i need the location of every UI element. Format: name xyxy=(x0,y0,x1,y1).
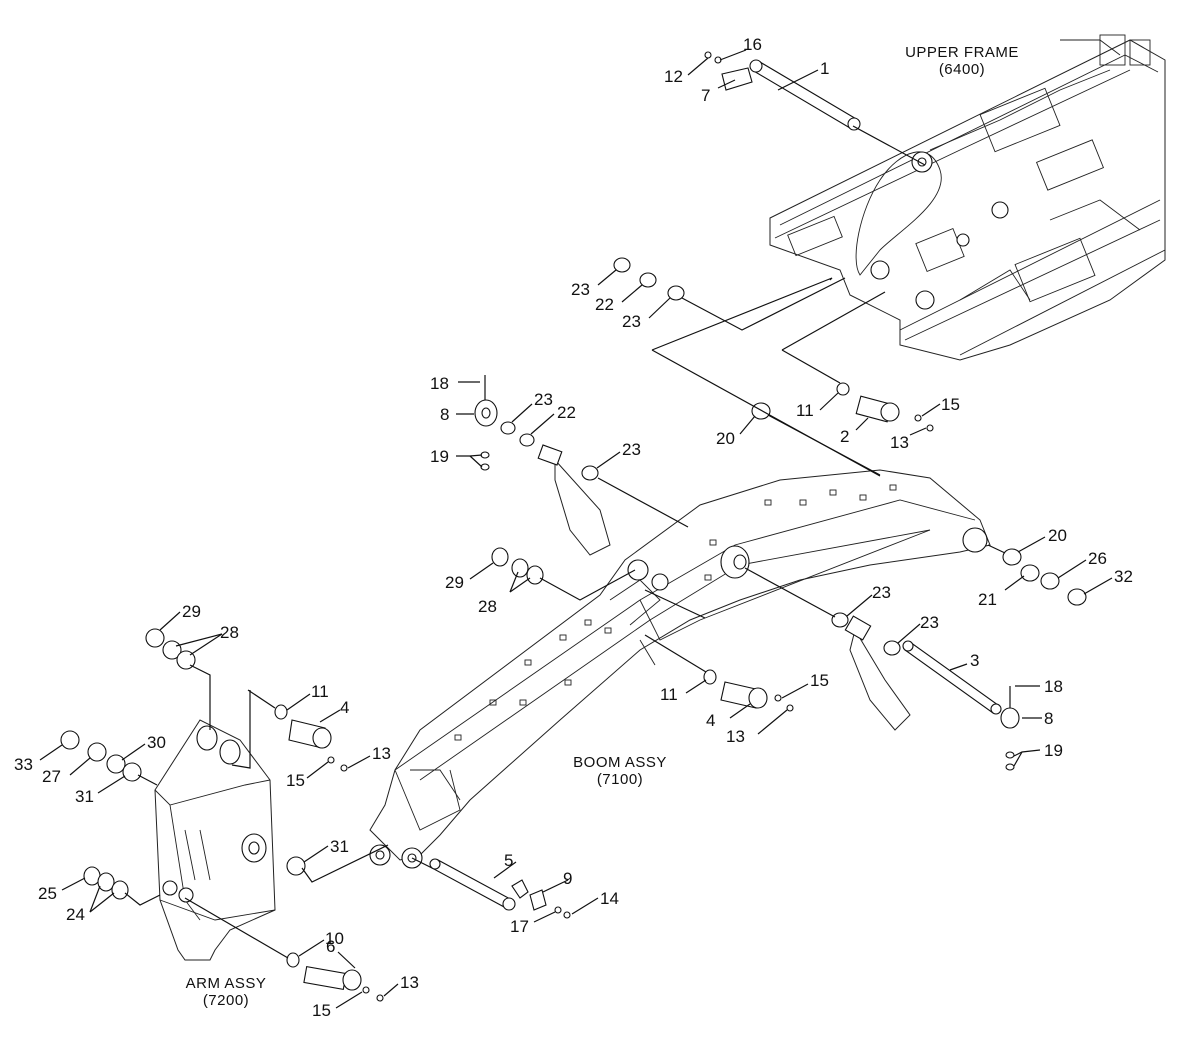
callout-label: 8 xyxy=(1044,709,1053,728)
callout-label: 13 xyxy=(400,973,419,992)
callout-label: 6 xyxy=(326,937,335,956)
callout-label: 9 xyxy=(563,869,572,888)
callout-label: 11 xyxy=(660,685,678,704)
callout-label: 18 xyxy=(430,374,449,393)
callout-label: 23 xyxy=(622,312,641,331)
callout-label: 31 xyxy=(75,787,94,806)
callout-label: 2 xyxy=(840,427,849,446)
cylinder-drawings xyxy=(537,444,911,731)
callout-label: 28 xyxy=(478,597,497,616)
arm-assy-code: (7200) xyxy=(203,992,249,1009)
callout-label: 5 xyxy=(504,851,513,870)
callout-label: 23 xyxy=(534,390,553,409)
callout-label: 25 xyxy=(38,884,57,903)
callout-label: 16 xyxy=(743,35,762,54)
callout-label: 22 xyxy=(557,403,576,422)
callout-label: 11 xyxy=(796,401,814,420)
boom-assy-code: (7100) xyxy=(597,771,643,788)
callout-label: 29 xyxy=(182,602,201,621)
callout-label: 7 xyxy=(701,86,710,105)
callout-label: 11 xyxy=(311,682,329,701)
callout-label: 4 xyxy=(340,698,349,717)
callout-label: 15 xyxy=(810,671,829,690)
callout-label: 30 xyxy=(147,733,166,752)
callout-label: 20 xyxy=(716,429,735,448)
loose-parts xyxy=(60,51,1087,1002)
callout-label: 22 xyxy=(595,295,614,314)
callout-label: 3 xyxy=(970,651,979,670)
callout-leaders xyxy=(39,49,1113,1009)
assembly-lines xyxy=(124,125,1006,959)
callout-label: 32 xyxy=(1114,567,1133,586)
callout-label: 12 xyxy=(664,67,683,86)
callout-label: 14 xyxy=(600,889,619,908)
callout-label: 31 xyxy=(330,837,349,856)
callout-label: 8 xyxy=(440,405,449,424)
boom-drawing xyxy=(369,469,991,869)
callout-label: 33 xyxy=(14,755,33,774)
arm-assy-label: ARM ASSY xyxy=(186,975,267,992)
callout-label: 13 xyxy=(372,744,391,763)
callout-label: 19 xyxy=(1044,741,1063,760)
callout-numbers: 16 12 7 1 23 22 23 18 8 23 22 19 23 20 1… xyxy=(14,35,1133,1020)
callout-label: 17 xyxy=(510,917,529,936)
callout-label: 26 xyxy=(1088,549,1107,568)
callout-label: 18 xyxy=(1044,677,1063,696)
callout-label: 15 xyxy=(286,771,305,790)
callout-label: 23 xyxy=(571,280,590,299)
callout-label: 29 xyxy=(445,573,464,592)
callout-label: 15 xyxy=(312,1001,331,1020)
arm-drawing xyxy=(154,719,276,961)
boom-assy-label: BOOM ASSY xyxy=(573,754,667,771)
callout-label: 23 xyxy=(920,613,939,632)
callout-label: 15 xyxy=(941,395,960,414)
callout-label: 28 xyxy=(220,623,239,642)
upper-frame-code: (6400) xyxy=(939,61,985,78)
upper-frame-label: UPPER FRAME xyxy=(905,44,1019,61)
callout-label: 27 xyxy=(42,767,61,786)
callout-label: 20 xyxy=(1048,526,1067,545)
callout-label: 23 xyxy=(622,440,641,459)
callout-label: 10 xyxy=(325,929,344,948)
callout-label: 19 xyxy=(430,447,449,466)
callout-label: 21 xyxy=(978,590,997,609)
callout-label: 23 xyxy=(872,583,891,602)
upper-frame-drawing xyxy=(769,34,1166,361)
callout-label: 4 xyxy=(706,711,715,730)
callout-label: 24 xyxy=(66,905,85,924)
callout-label: 13 xyxy=(726,727,745,746)
callout-label: 1 xyxy=(820,59,829,78)
callout-label: 13 xyxy=(890,433,909,452)
